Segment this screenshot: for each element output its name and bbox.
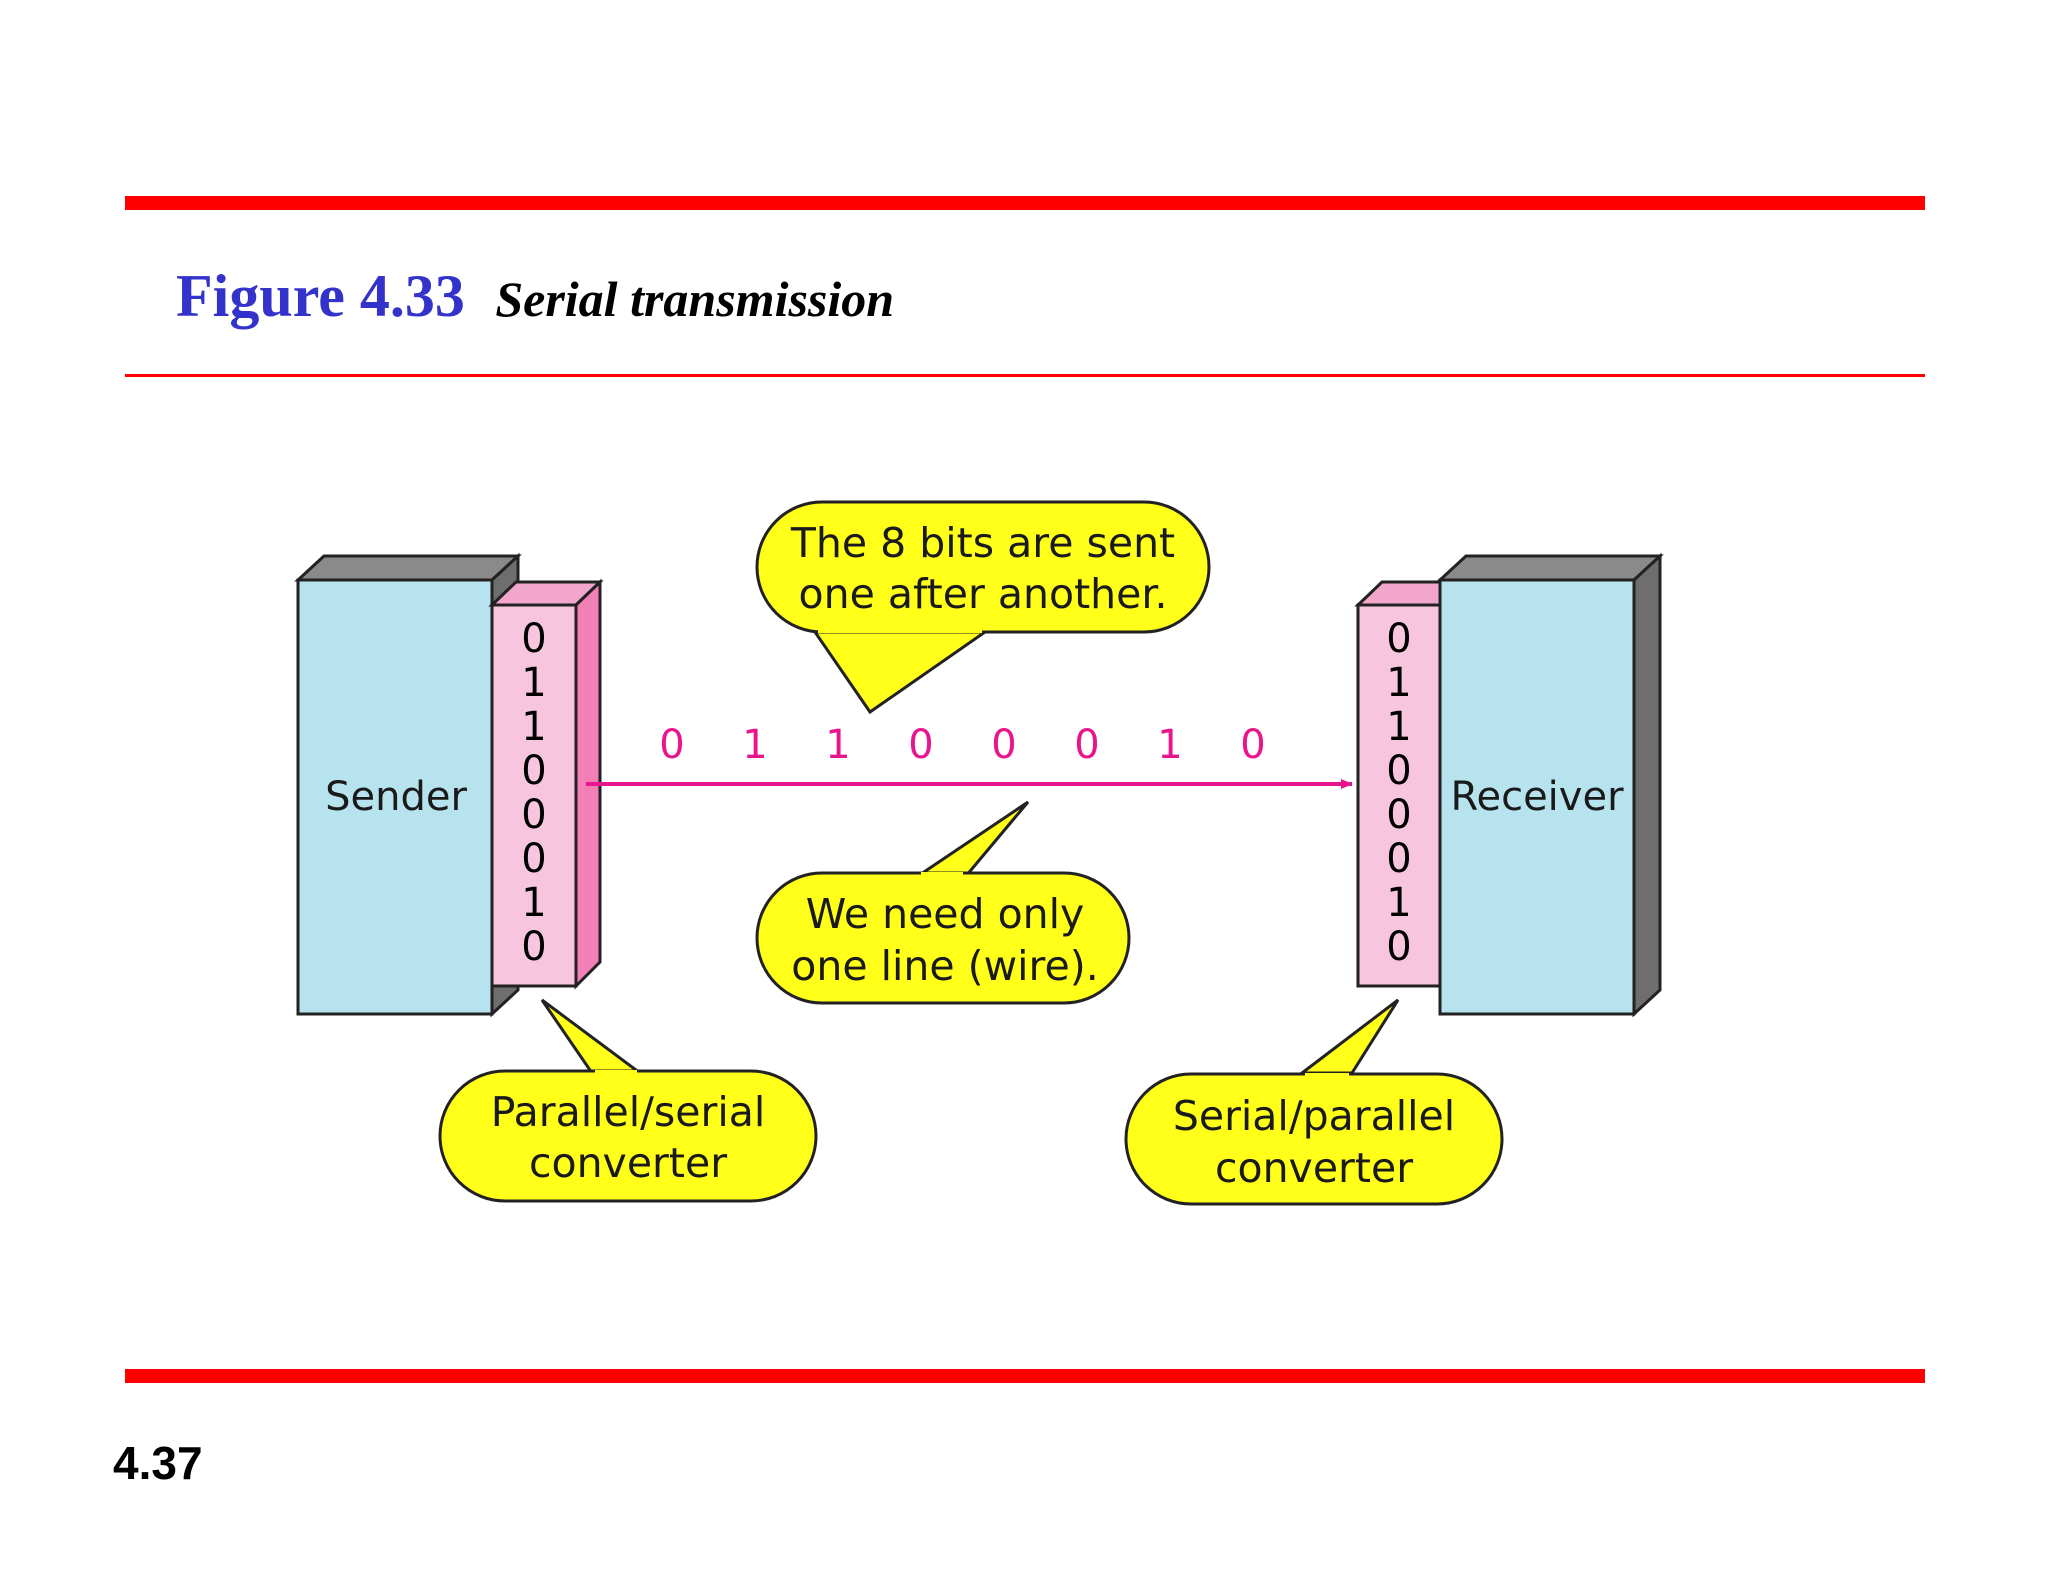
figure-title: Serial transmission [495, 271, 895, 327]
callout-bits-sent-pointer [812, 630, 990, 715]
receiver-bit-5: 0 [1386, 792, 1411, 838]
sp-converter-box [1356, 603, 1442, 988]
sender-bit-7: 1 [521, 880, 546, 926]
callout-parallel-serial-line-2: converter [529, 1139, 727, 1187]
sender-bit-5: 0 [521, 792, 546, 838]
receiver-bit-4: 0 [1386, 748, 1411, 794]
receiver-bit-3: 1 [1386, 704, 1411, 750]
figure-number: Figure 4.33 [176, 263, 465, 329]
wire-bit-1: 0 [659, 722, 684, 768]
wire-bit-7: 1 [1157, 722, 1182, 768]
wire-bit-8: 0 [1240, 722, 1265, 768]
receiver-bit-8: 0 [1386, 924, 1411, 970]
wire-bit-2: 1 [742, 722, 767, 768]
wire-bit-4: 0 [908, 722, 933, 768]
callout-parallel-serial-line-1: Parallel/serial [491, 1088, 766, 1136]
wire-bit-6: 0 [1074, 722, 1099, 768]
receiver-bit-2: 1 [1386, 660, 1411, 706]
receiver-side-face [1632, 552, 1662, 1018]
figure-heading: Figure 4.33 Serial transmission [176, 262, 894, 331]
wire-bit-3: 1 [825, 722, 850, 768]
callout-serial-parallel-line-1: Serial/parallel [1173, 1092, 1455, 1140]
callout-bits-sent-bubble [755, 500, 1211, 634]
bottom-rule [125, 1369, 1925, 1383]
callout-one-line-line-1: We need only [806, 890, 1085, 938]
sender-bit-4: 0 [521, 748, 546, 794]
sender-bit-1: 0 [521, 616, 546, 662]
slide-number: 4.37 [113, 1437, 203, 1489]
sender-device: Sender [294, 552, 522, 1018]
callout-parallel-serial-pointer [540, 998, 645, 1075]
callout-one-line-pointer [913, 800, 1030, 878]
callout-bits-sent: The 8 bits are sent one after another. [755, 500, 1211, 715]
receiver-device: Receiver [1436, 552, 1664, 1018]
receiver-label: Receiver [1450, 774, 1624, 820]
receiver-bit-6: 0 [1386, 836, 1411, 882]
top-rule [125, 196, 1925, 210]
sender-box [296, 578, 494, 1016]
callout-parallel-serial: Parallel/serial converter [438, 998, 818, 1203]
sender-top-face [294, 554, 522, 582]
receiver-bit-7: 1 [1386, 880, 1411, 926]
receiver-bit-1: 0 [1386, 616, 1411, 662]
callout-serial-parallel-line-2: converter [1215, 1144, 1413, 1192]
callout-serial-parallel-pointer [1297, 998, 1400, 1075]
sender-bit-6: 0 [521, 836, 546, 882]
sp-converter-top-face [1354, 580, 1442, 607]
sender-label: Sender [325, 774, 467, 820]
heading-rule [125, 374, 1925, 377]
sender-bit-3: 1 [521, 704, 546, 750]
receiver-box [1438, 578, 1636, 1016]
callout-one-line: We need only one line (wire). [755, 800, 1131, 1005]
receiver-top-face [1436, 554, 1664, 582]
wire-bit-sequence: 0 1 1 0 0 0 1 0 [659, 722, 1265, 768]
sender-bit-8: 0 [521, 924, 546, 970]
wire-bit-5: 0 [991, 722, 1016, 768]
ps-converter-box [490, 603, 578, 988]
callout-bits-sent-line-2: one after another. [799, 570, 1168, 618]
callout-serial-parallel: Serial/parallel converter [1124, 998, 1504, 1206]
callout-one-line-line-2: one line (wire). [791, 942, 1098, 990]
callout-bits-sent-line-1: The 8 bits are sent [790, 519, 1175, 567]
sender-bit-2: 1 [521, 660, 546, 706]
